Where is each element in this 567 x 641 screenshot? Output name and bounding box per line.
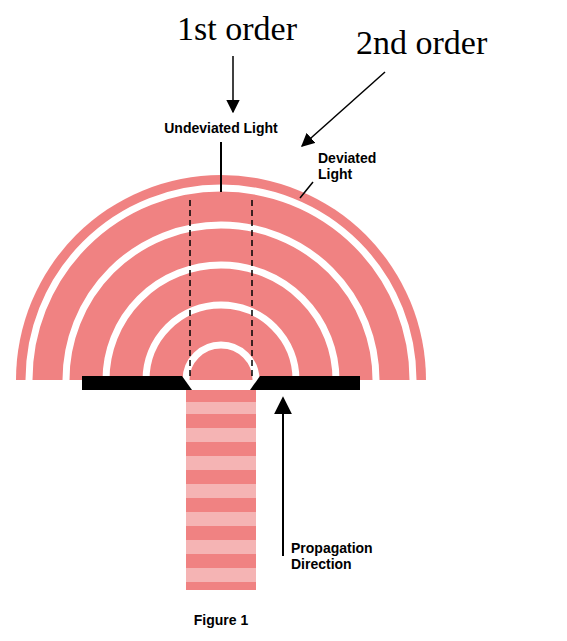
beam-band [186,390,256,590]
slit-plate [82,376,192,390]
incoming-beam [186,390,256,590]
wavefront-ring [66,225,376,380]
beam-band [186,526,256,540]
beam-band [186,554,256,568]
beam-edge-dashed [251,200,253,376]
beam-band [186,442,256,456]
wavefront-ring [186,345,256,380]
undeviated-marker [220,142,222,192]
order-label: 1st order [177,10,297,47]
direction-label: Propagation Direction [291,540,391,572]
wavefront-ring [106,265,336,380]
beam-band [186,470,256,484]
beam-edge-dashed [189,200,191,376]
pointer-arrow [232,56,234,112]
order-label: 2nd order [356,24,487,61]
beam-band [186,414,256,428]
slit-plate [250,376,360,390]
wavefront-fan [16,175,426,380]
wavefront-rings [29,188,413,380]
propagation-arrow [282,398,284,556]
beam-band [186,390,256,402]
beam-band [186,582,256,590]
figure-caption-label: Figure 1 [194,612,248,628]
pointer-arrow [302,72,385,146]
beam-label: Deviated Light [318,150,398,182]
beam-band [186,498,256,512]
wavefront-ring [146,305,296,380]
leader-line [300,182,313,198]
beam-label: Undeviated Light [164,120,278,136]
wavefront-ring [29,188,413,380]
